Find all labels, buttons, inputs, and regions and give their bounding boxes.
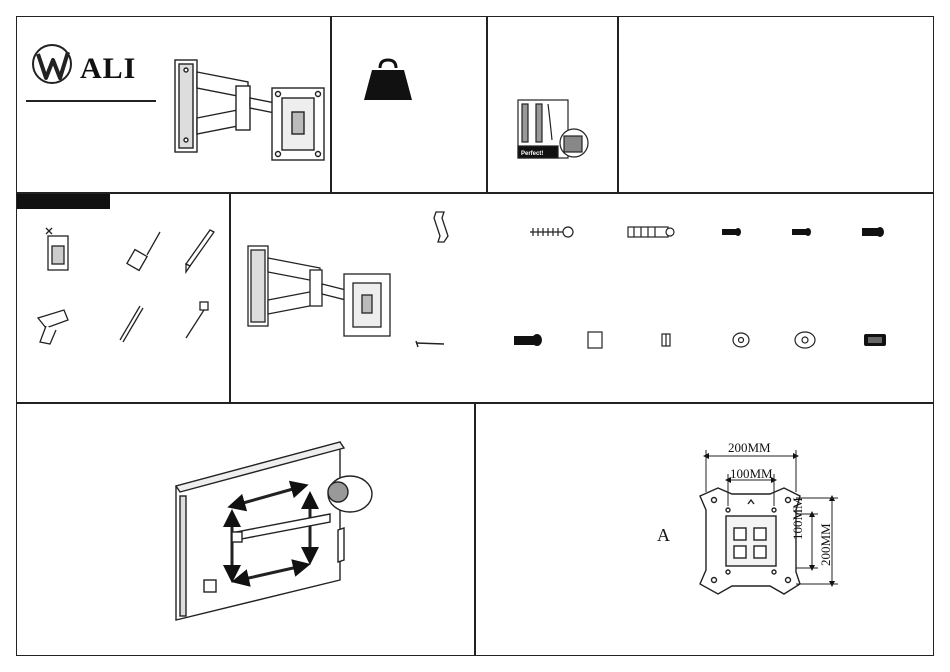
tv-measure-illustration — [176, 442, 372, 620]
lag-bolt-icon — [530, 227, 573, 237]
stud-callout-text: Perfect! — [521, 151, 543, 157]
vesa-height-outer: 200MM — [818, 523, 834, 566]
pencil-icon — [186, 230, 214, 272]
large-washer-icon — [795, 332, 815, 348]
wall-anchor-icon — [628, 227, 674, 237]
m4-screw-icon — [722, 228, 741, 236]
spacer-icon — [588, 332, 602, 348]
nut-icon — [662, 334, 670, 346]
level-plate-icon — [434, 212, 448, 242]
socket-wrench-icon — [186, 302, 208, 338]
stud-finder-icon — [46, 228, 68, 270]
weight-icon — [364, 60, 412, 100]
long-spacer-icon — [864, 334, 886, 346]
vesa-label: A — [657, 525, 670, 546]
stud-wall-icon — [518, 100, 588, 158]
drill-bit-icon — [120, 306, 143, 342]
vesa-width-inner: 100MM — [730, 466, 773, 482]
mount-parts-icon — [248, 246, 390, 336]
vesa-height-inner: 100MM — [790, 497, 806, 540]
m5-screw-icon — [792, 228, 811, 236]
drill-icon — [38, 310, 68, 344]
mount-product-icon — [175, 60, 324, 160]
vesa-plate-icon — [700, 488, 800, 594]
small-washer-icon — [733, 333, 749, 347]
allen-key-icon — [416, 341, 444, 347]
m8-screw-icon — [514, 334, 542, 346]
vesa-width-outer: 200MM — [728, 440, 771, 456]
screwdriver-icon — [127, 232, 160, 270]
m6-screw-icon — [862, 227, 884, 237]
